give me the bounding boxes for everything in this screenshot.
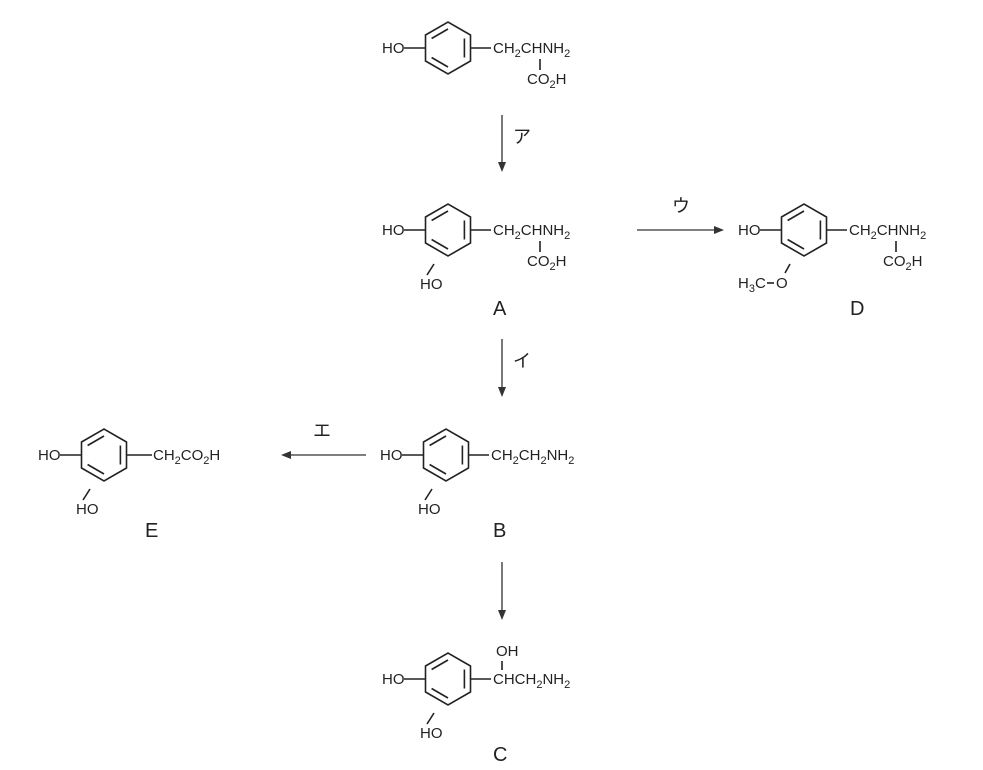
D-side-chain: CH2CHNH2 xyxy=(849,222,926,242)
step-label-e: エ xyxy=(313,421,331,442)
E-ho-lower-label: HO xyxy=(76,501,99,518)
E-ho-label: HO xyxy=(38,447,61,464)
compound-D: HO H3C O CH2CHNH2 CO2H D xyxy=(738,203,926,320)
compound-tyrosine: HO CH2CHNH2 CO2H xyxy=(382,21,570,91)
B-side-chain: CH2CH2NH2 xyxy=(491,447,574,467)
compound-label-D: D xyxy=(850,298,864,320)
step-label-a: ア xyxy=(513,127,531,148)
compound-label-C: C xyxy=(493,744,507,766)
C-side-chain: CHCH2NH2 xyxy=(493,671,570,691)
step-label-i: イ xyxy=(513,351,531,372)
E-side-chain: CH2CO2H xyxy=(153,447,220,467)
E-benzene-ring xyxy=(80,428,128,482)
B-ho-lower-label: HO xyxy=(418,501,441,518)
compound-label-B: B xyxy=(493,520,506,542)
arrow-step-e xyxy=(281,451,366,459)
tyrosine-side-chain: CH2CHNH2 xyxy=(493,40,570,60)
D-methoxy-oxygen: O xyxy=(776,275,788,292)
compound-A: HO HO CH2CHNH2 CO2H A xyxy=(382,203,570,320)
arrow-step-a xyxy=(498,115,506,172)
A-ho-lower-label: HO xyxy=(420,276,443,293)
C-oh-label: OH xyxy=(496,643,519,660)
tyrosine-benzene-ring xyxy=(424,21,472,75)
arrow-step-i xyxy=(498,339,506,397)
B-ho-label: HO xyxy=(380,447,403,464)
step-label-u: ウ xyxy=(672,196,690,217)
compound-C: HO HO OH CHCH2NH2 C xyxy=(382,643,570,766)
tyrosine-carboxyl: CO2H xyxy=(527,71,566,91)
C-benzene-ring xyxy=(424,652,472,706)
compound-label-A: A xyxy=(493,298,507,320)
A-ho-label: HO xyxy=(382,222,405,239)
A-carboxyl: CO2H xyxy=(527,253,566,273)
D-carboxyl: CO2H xyxy=(883,253,922,273)
C-ho-label: HO xyxy=(382,671,405,688)
compound-B: HO HO CH2CH2NH2 B xyxy=(380,428,574,542)
arrow-step-last xyxy=(498,562,506,620)
D-benzene-ring xyxy=(780,203,828,257)
A-benzene-ring xyxy=(424,203,472,257)
compound-label-E: E xyxy=(145,520,158,542)
A-side-chain: CH2CHNH2 xyxy=(493,222,570,242)
C-ho-lower-label: HO xyxy=(420,725,443,742)
D-ho-label: HO xyxy=(738,222,761,239)
B-benzene-ring xyxy=(422,428,470,482)
D-methoxy: H3C xyxy=(738,275,766,295)
arrow-step-u xyxy=(637,226,724,234)
compound-E: HO HO CH2CO2H E xyxy=(38,428,220,542)
tyrosine-ho-label: HO xyxy=(382,40,405,57)
